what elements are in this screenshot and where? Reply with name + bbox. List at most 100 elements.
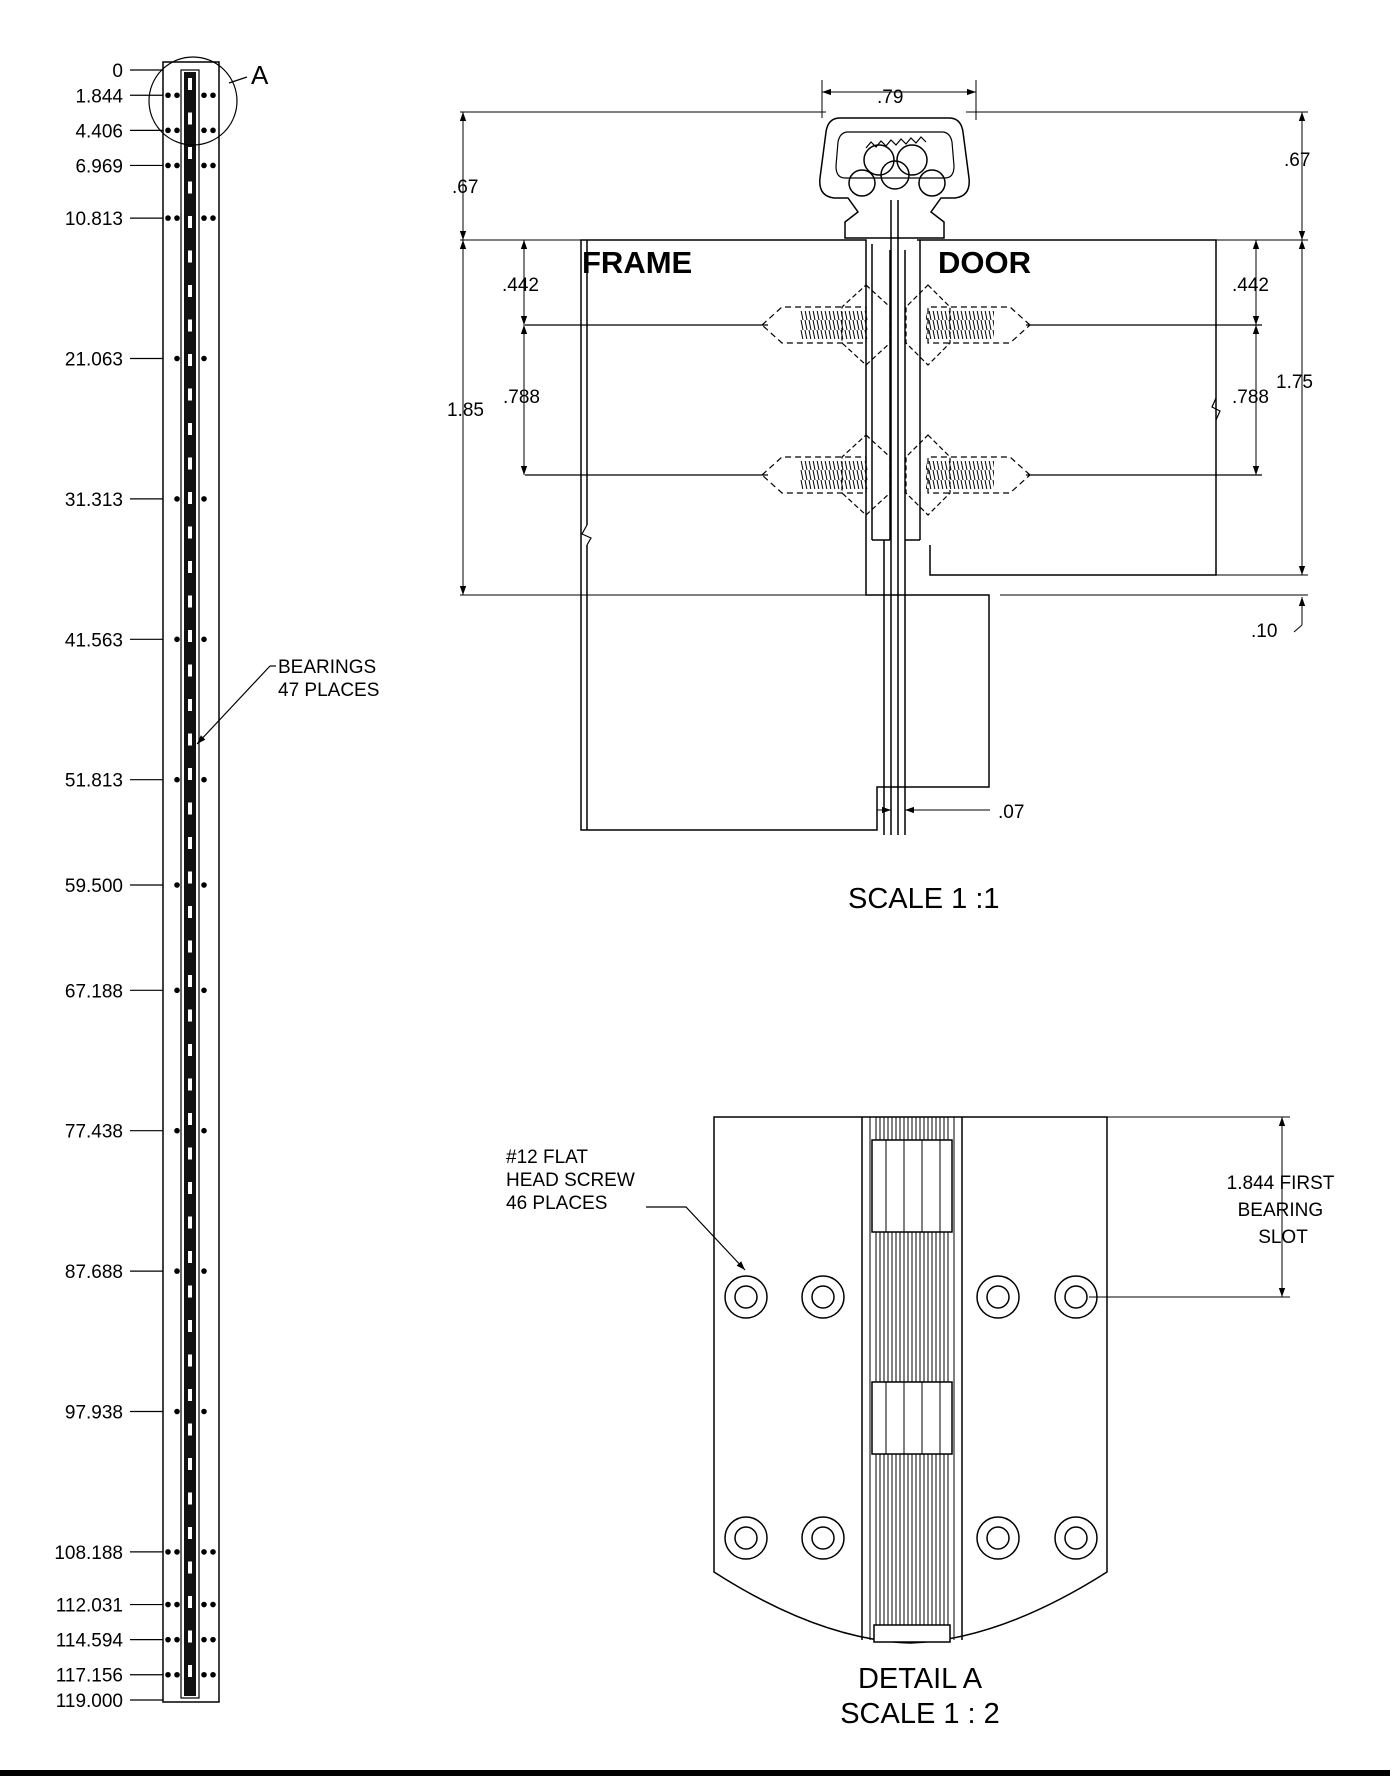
screw-hole-inner [734, 1285, 758, 1309]
bearing-knuckle [188, 975, 192, 987]
bearing-knuckle [188, 1665, 192, 1677]
bearing-knuckle [188, 1561, 192, 1574]
screw-hole [201, 92, 207, 99]
screw-head [841, 434, 891, 516]
bearing-knuckle [188, 147, 192, 159]
bearing-knuckle [188, 354, 192, 366]
station-label: 1.844 [75, 86, 123, 107]
station-label: 97.938 [65, 1403, 123, 1424]
screw-hole [174, 496, 180, 502]
bearing-knuckle [188, 112, 192, 125]
dim-bottom-offset: .10 [1251, 621, 1277, 642]
screw-hole [174, 1268, 180, 1274]
screw-head [905, 434, 951, 516]
screw-hole [201, 1549, 207, 1555]
screw-hole [201, 1408, 207, 1415]
frame-leaf [580, 239, 990, 831]
station-label: 41.563 [65, 630, 123, 651]
screw-hole [174, 215, 180, 221]
bearing-knuckle [188, 699, 192, 711]
bearing-knuckle [188, 319, 192, 332]
screw-hole [165, 127, 171, 134]
bearing-knuckle [188, 181, 192, 194]
screw-hole [1054, 1516, 1098, 1560]
screw-hole [174, 987, 180, 994]
detail-a-callout-circle [148, 56, 238, 146]
screw-hole-inner [986, 1526, 1010, 1550]
station-label: 67.188 [65, 981, 123, 1002]
bearing-knuckle [188, 1527, 192, 1539]
bearing-slot-note: 1.844 FIRST BEARING SLOT [1227, 1173, 1340, 1248]
screw-hole [165, 1671, 171, 1678]
bearing-knuckle [188, 1044, 192, 1056]
station-label: 6.969 [75, 156, 123, 177]
screw-note: #12 FLAT HEAD SCREW 46 PLACES [506, 1147, 640, 1214]
screw-hole [201, 1671, 207, 1678]
station-label: 10.813 [65, 209, 123, 230]
bearing-knuckle [188, 630, 192, 642]
bearing-knuckle [188, 733, 192, 746]
screw-hole-inner [1064, 1285, 1088, 1309]
bearing-knuckle [188, 78, 192, 90]
dim-right-first: .442 [1232, 275, 1269, 296]
bearing-knuckle [188, 457, 192, 470]
bearing-knuckle [188, 1182, 192, 1194]
screw-hole [976, 1516, 1020, 1560]
gear-cover-profile [819, 117, 970, 239]
screw-hole [174, 92, 180, 99]
bearing-knuckle [188, 250, 192, 263]
screw-hole [201, 127, 207, 134]
bearing-knuckle [871, 1139, 953, 1233]
bearing-knuckle [188, 1596, 192, 1608]
screw-hole [201, 882, 207, 888]
station-label: 114.594 [56, 1631, 124, 1652]
screw-hole [801, 1516, 845, 1560]
screw-hole [201, 215, 207, 221]
screw-hole [201, 1636, 207, 1643]
leader [1293, 624, 1303, 633]
bearing-knuckle [188, 423, 192, 435]
bearing-knuckle [188, 768, 192, 780]
bearing-knuckle [188, 837, 192, 849]
screw-hole [724, 1516, 768, 1560]
bearing-knuckle [188, 906, 192, 918]
screw-hole [201, 636, 207, 643]
station-label: 108.188 [54, 1543, 123, 1564]
frame-screw-thread [800, 461, 868, 489]
dim-right-pitch: .788 [1232, 387, 1269, 408]
station-label: 112.031 [56, 1596, 123, 1617]
station-label: 77.438 [65, 1122, 123, 1143]
detail-outline [713, 1116, 1108, 1644]
screw-hole [210, 1549, 216, 1555]
dim-gap: .07 [998, 802, 1024, 823]
screw-hole [210, 1671, 216, 1678]
screw-hole [174, 776, 180, 783]
frame-label: FRAME [582, 245, 692, 280]
frame-screw [761, 306, 867, 344]
bearing-knuckle [873, 1624, 951, 1643]
bearings-note: BEARINGS 47 PLACES [278, 657, 381, 701]
station-label: 59.500 [65, 876, 123, 897]
screw-hole [174, 162, 180, 169]
station-label: 117.156 [56, 1666, 123, 1687]
dim-left-first: .442 [502, 275, 539, 296]
screw-hole [165, 215, 171, 221]
door-screw-thread [926, 461, 994, 489]
screw-hole [201, 987, 207, 994]
bearing-knuckle [188, 940, 192, 953]
dim-left-height-top: .67 [452, 177, 478, 198]
detail-scale-label: SCALE 1 : 2 [840, 1698, 1000, 1730]
station-label: 31.313 [65, 490, 123, 511]
screw-hole [210, 1601, 216, 1608]
screw-hole [724, 1275, 768, 1319]
screw-head [905, 284, 951, 366]
detail-a-callout-letter: A [251, 60, 269, 90]
bearing-knuckle [188, 388, 192, 401]
screw-hole [174, 355, 180, 362]
bearing-knuckle [188, 1630, 192, 1643]
dim-right-height-top: .67 [1284, 150, 1310, 171]
bearing-knuckle [188, 1354, 192, 1367]
screw-hole [210, 92, 216, 99]
screw-hole [174, 636, 180, 643]
door-label: DOOR [938, 245, 1031, 280]
